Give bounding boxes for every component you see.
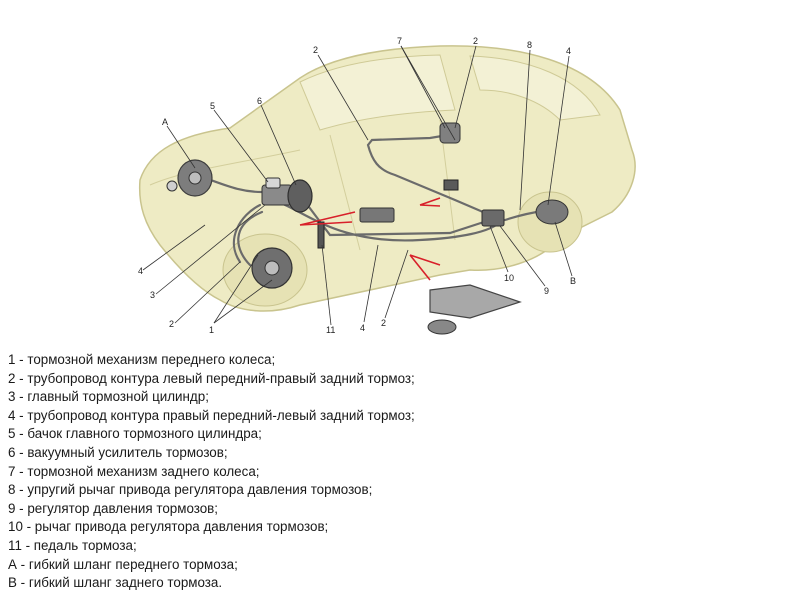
callout-1: 1 [209,325,214,335]
callout-B: B [570,276,576,286]
callout-3: 3 [150,290,155,300]
arrow-regulator [409,254,441,281]
pipe-rear-run [366,133,492,217]
arrow-rear [419,197,441,207]
regulator-detail-bracket [429,284,522,319]
leader-1b [213,279,273,324]
front-brake-hub-right [264,260,280,276]
leader-7b [400,45,456,141]
legend-item-8: 8 - упругий рычаг привода регулятора дав… [8,482,373,498]
rear-connector [443,179,459,191]
brake-system-diagram: A 5 6 4 3 2 1 11 4 2 2 7 2 8 4 10 9 B [138,36,636,335]
callout-4-left: 4 [138,266,143,276]
callout-2-top: 2 [313,45,318,55]
leader-8 [519,49,531,211]
callout-2-right: 2 [473,36,478,46]
legend-item-1: 1 - тормозной механизм переднего колеса; [8,352,276,367]
callout-10: 10 [504,273,514,283]
callout-6: 6 [257,96,262,106]
callout-4-right: 4 [566,46,571,56]
legend-item-6: 6 - вакуумный усилитель тормозов; [8,444,228,460]
callout-7: 7 [397,36,402,46]
legend-list: 1 - тормозной механизм переднего колеса;… [8,351,788,593]
leader-B [554,221,573,277]
callout-9: 9 [544,286,549,296]
callout-5: 5 [210,101,215,111]
leader-11 [321,244,332,326]
pedal-box-bracket [359,207,395,223]
hose-a-fitting [166,180,178,192]
front-brake-hub-left [188,171,202,185]
leader-4-left [142,224,206,271]
leader-1a [213,254,259,324]
pipe-circuit-4 [232,203,264,267]
leader-A [166,125,196,169]
reservoir [265,177,281,189]
leader-2-mid [384,249,409,319]
leader-2-top [317,54,369,141]
vacuum-booster [287,179,313,213]
legend-item-2: 2 - трубопровод контура левый передний-п… [8,370,415,386]
callout-4-mid: 4 [360,323,365,333]
rear-brake-right [535,199,569,225]
legend-item-B: В - гибкий шланг заднего тормоза. [8,575,223,591]
brake-components [166,122,569,335]
pressure-regulator [481,209,505,227]
arrow-pedal [299,211,356,226]
car-body [138,45,636,312]
legend-item-10: 10 - рычаг привода регулятора давления т… [8,519,329,535]
leader-7a [400,45,446,129]
leader-2-left [174,261,241,324]
callout-A: A [162,117,168,127]
leader-lines [142,45,573,326]
callout-labels: A 5 6 4 3 2 1 11 4 2 2 7 2 8 4 10 9 B [138,36,576,335]
rear-brake-left [439,122,461,144]
leader-2-right [454,45,477,129]
leader-9 [499,225,546,287]
regulator-detail-bushing [427,319,457,335]
legend-item-4: 4 - трубопровод контура правый передний-… [8,407,415,423]
legend-item-11: 11 - педаль тормоза; [8,537,137,553]
callout-2-mid: 2 [381,318,386,328]
legend-item-5: 5 - бачок главного тормозного цилиндра; [8,426,262,442]
indicator-arrows [299,197,441,281]
leader-4-mid [363,244,379,323]
leader-3 [155,204,266,295]
leader-5 [213,109,269,183]
callout-2-left: 2 [169,319,174,329]
leader-6 [260,104,297,186]
rear-window [469,55,601,121]
hood-line [149,149,301,186]
leader-10 [489,225,509,273]
legend-item-7: 7 - тормозной механизм заднего колеса; [8,463,260,479]
legend-item-9: 9 - регулятор давления тормозов; [8,500,219,516]
legend-item-3: 3 - главный тормозной цилиндр; [8,389,209,405]
callout-11: 11 [326,325,335,335]
callout-8: 8 [527,40,532,50]
leader-4-right [547,55,570,206]
legend-item-A: А - гибкий шланг переднего тормоза; [8,556,238,572]
brake-pedal [317,221,325,249]
